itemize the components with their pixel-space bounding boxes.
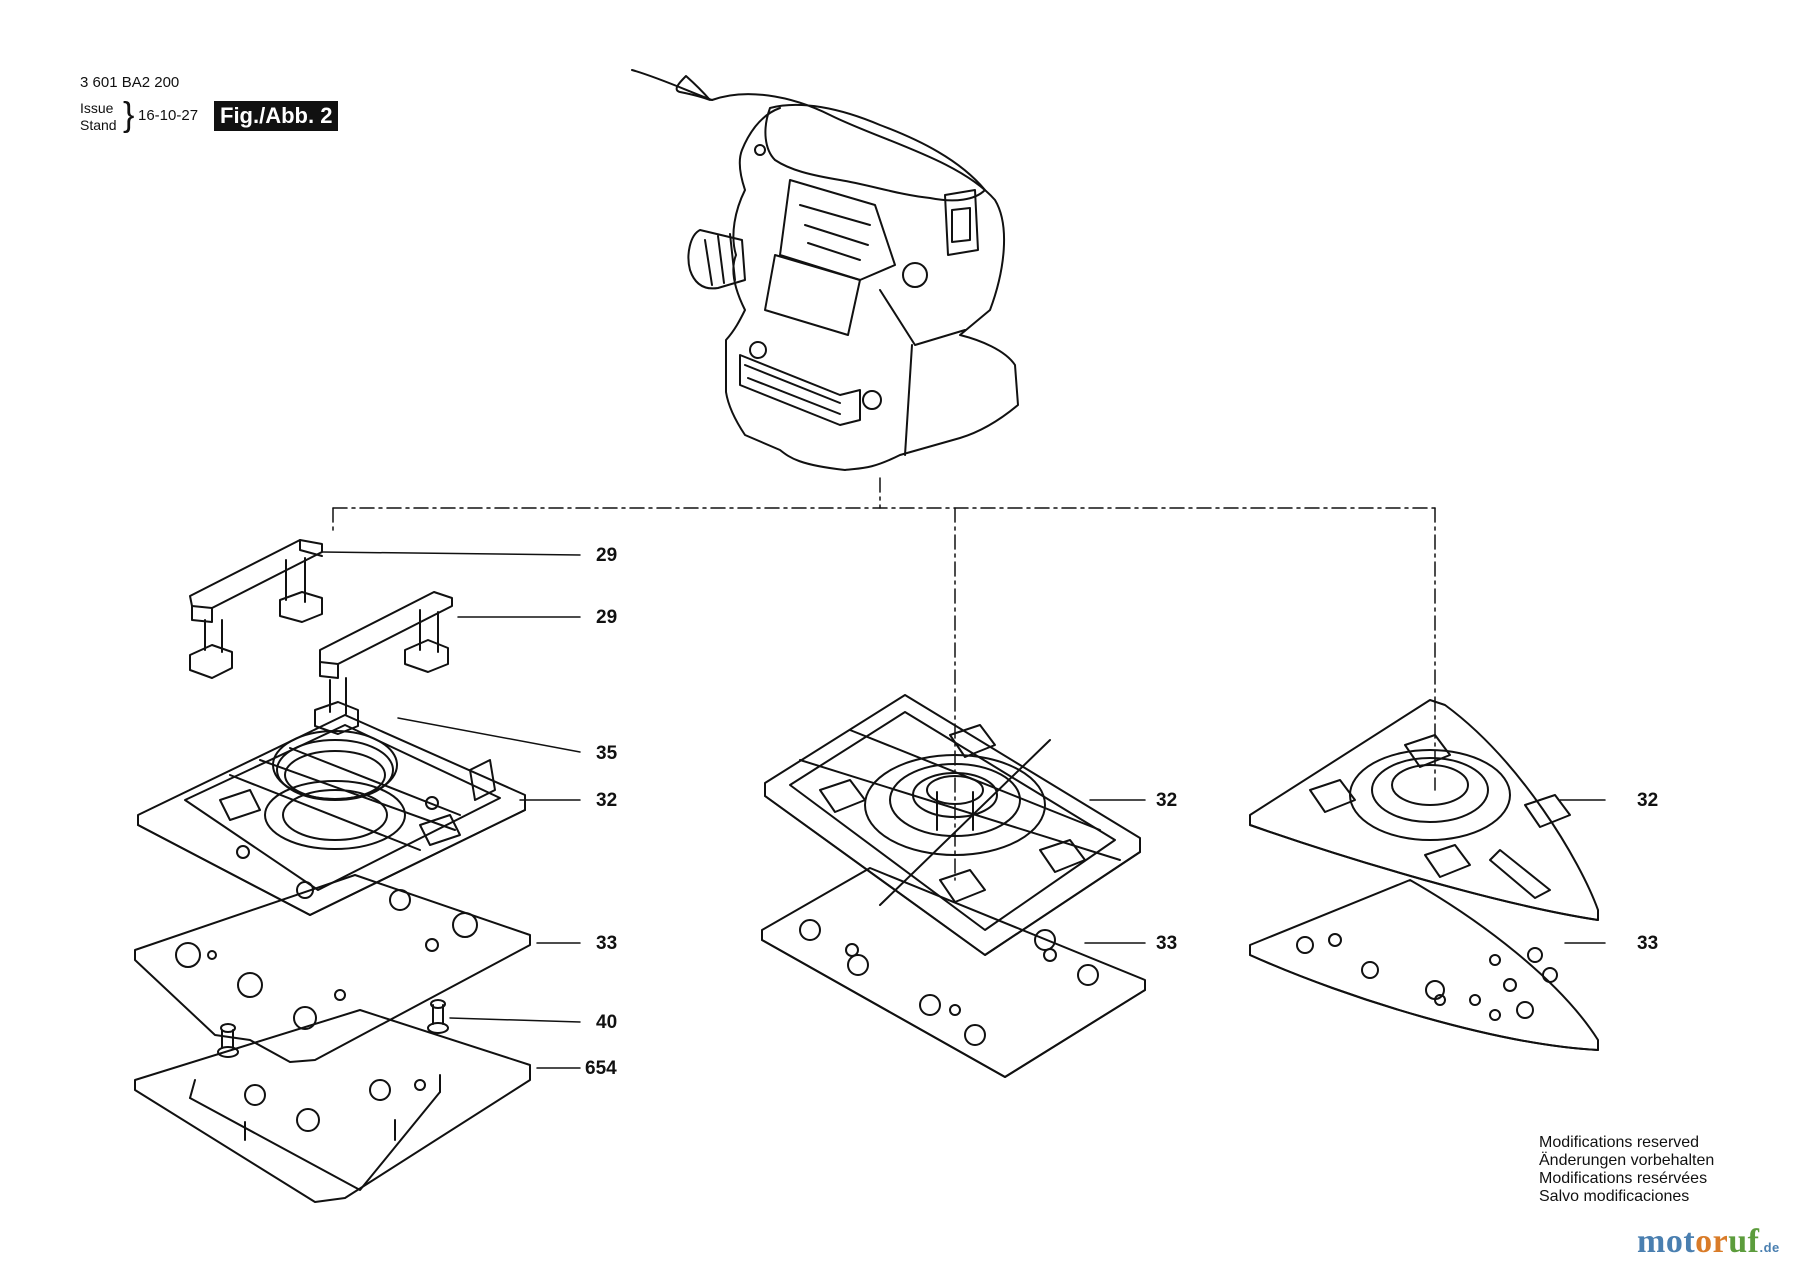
issue-label: Issue	[80, 100, 114, 116]
callout-29-lower: 29	[596, 607, 618, 628]
part-number: 3 601 BA2 200	[80, 74, 180, 91]
callout-33-middle: 33	[1156, 933, 1178, 954]
callout-35: 35	[596, 743, 618, 764]
notice-spanish: Salvo modificaciones	[1539, 1188, 1690, 1205]
rectangular-pad-assembly	[761, 694, 1146, 1078]
callout-33-right: 33	[1637, 933, 1659, 954]
alignment-lines	[332, 477, 1436, 881]
notice-english: Modifications reserved	[1539, 1134, 1700, 1151]
callout-32-middle: 32	[1156, 790, 1178, 811]
stand-label: Stand	[80, 117, 117, 133]
notice-german: Änderungen vorbehalten	[1539, 1152, 1715, 1169]
callout-33-left: 33	[596, 933, 618, 954]
watermark-logo: motoruf.de	[1637, 1223, 1780, 1260]
brace-icon: }	[123, 96, 135, 134]
callout-654: 654	[585, 1058, 617, 1079]
sander-body-drawing	[631, 69, 1019, 471]
callout-32-left: 32	[596, 790, 618, 811]
figure-label: Fig./Abb. 2	[214, 101, 339, 131]
callout-32-right: 32	[1637, 790, 1659, 811]
callout-29-upper: 29	[596, 545, 618, 566]
issue-date: 16-10-27	[138, 107, 199, 124]
triangular-pad-assembly	[1249, 699, 1599, 1051]
callout-40: 40	[596, 1012, 618, 1033]
leader-lines	[321, 551, 1606, 1069]
left-pad-assembly	[134, 539, 531, 1203]
notice-french: Modifications resérvées	[1539, 1170, 1708, 1187]
modifications-notice: Modifications reserved Änderungen vorbeh…	[1539, 1134, 1714, 1206]
